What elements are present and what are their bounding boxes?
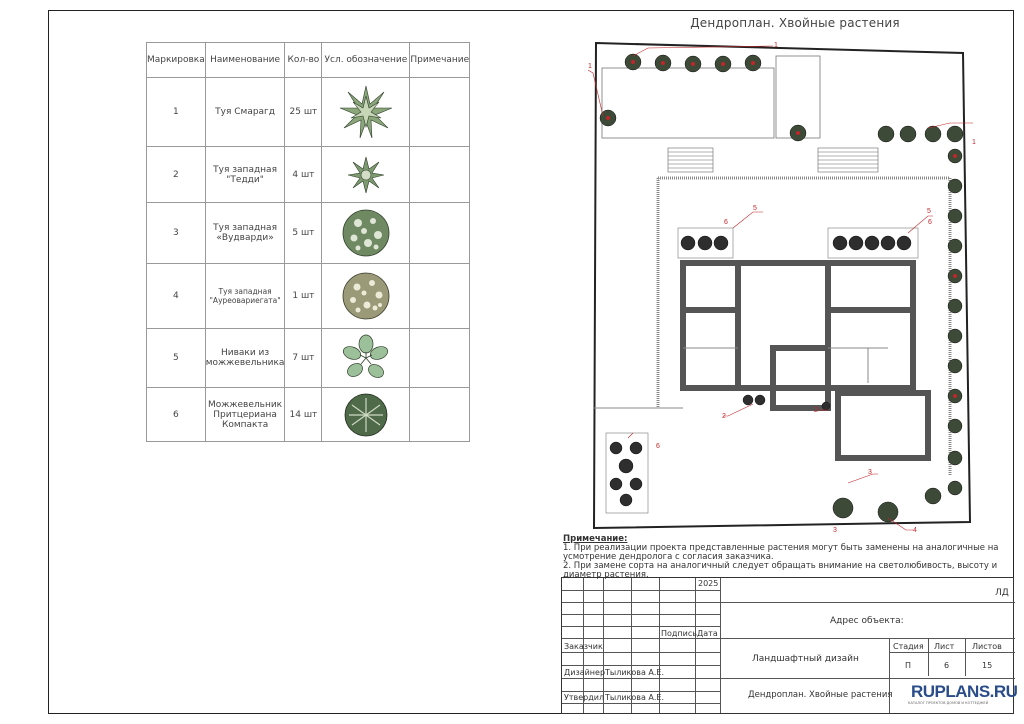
plan-label-6: 6 bbox=[928, 219, 932, 226]
legend-note bbox=[409, 146, 471, 203]
legend-mark: 4 bbox=[146, 263, 206, 329]
stamp-code: ЛД bbox=[995, 588, 1009, 598]
legend-symbol-cell bbox=[321, 263, 411, 329]
plan-label-2: 2 bbox=[814, 407, 818, 414]
legend-name: Туя западная «Вудварди» bbox=[204, 202, 286, 264]
dendroplan-drawing: 1 1 1 2 2 3 3 4 5 5 6 6 6 bbox=[588, 41, 976, 532]
legend-mark: 3 bbox=[146, 202, 206, 264]
notes-title: Примечание: bbox=[563, 534, 628, 544]
legend-name: Можжевельник Притцериана Компакта bbox=[204, 387, 286, 442]
thuja-teddy-symbol-icon bbox=[347, 156, 384, 193]
legend-qty: 25 шт bbox=[284, 77, 323, 147]
plan-label-2: 2 bbox=[722, 413, 726, 420]
legend-qty: 1 шт bbox=[284, 263, 323, 329]
notes-line-1: 1. При реализации проекта представленные… bbox=[563, 543, 999, 562]
plan-label-4: 4 bbox=[913, 527, 917, 532]
stairs bbox=[667, 147, 879, 173]
legend-symbol-cell bbox=[321, 146, 411, 203]
sheets-value: 15 bbox=[982, 661, 993, 670]
legend-note bbox=[409, 77, 471, 147]
designer-label: Дизайнер bbox=[564, 668, 606, 677]
notes-line-2: 2. При замене сорта на аналогичный следу… bbox=[563, 561, 998, 580]
legend-row: 4 Туя западная "Ауреовариегата" 1 шт bbox=[146, 263, 471, 329]
interior-walls bbox=[683, 347, 888, 383]
legend-name: Ниваки из можжевельника bbox=[204, 328, 286, 388]
plan-label-1: 1 bbox=[774, 42, 778, 49]
legend-symbol-cell bbox=[321, 202, 411, 264]
plan-label-1: 1 bbox=[588, 63, 592, 70]
header-symbol: Усл. обозначение bbox=[321, 42, 411, 78]
plan-title: Дендроплан. Хвойные растения bbox=[690, 16, 900, 30]
project-name: Ландшафтный дизайн bbox=[752, 654, 859, 664]
legend-symbol-cell bbox=[321, 77, 411, 147]
legend-qty: 5 шт bbox=[284, 202, 323, 264]
plan-label-3: 3 bbox=[868, 469, 872, 476]
legend-mark: 1 bbox=[146, 77, 206, 147]
legend-mark: 2 bbox=[146, 146, 206, 203]
header-note: Примечание bbox=[409, 42, 471, 78]
customer-label: Заказчик bbox=[564, 642, 603, 651]
sheet-value: 6 bbox=[944, 661, 950, 670]
leader-lines bbox=[588, 45, 973, 531]
date-label: Дата bbox=[697, 629, 718, 638]
legend-row: 2 Туя западная "Тедди" 4 шт bbox=[146, 146, 471, 203]
site-boundary bbox=[592, 41, 972, 530]
juniper-pfitzeriana-symbol-icon bbox=[344, 393, 388, 436]
sheet-label: Лист bbox=[934, 642, 955, 651]
legend-name: Туя западная "Тедди" bbox=[204, 146, 286, 203]
sign-label: Подпись bbox=[661, 629, 697, 638]
drawing-sheet-frame bbox=[48, 10, 1014, 714]
header-mark: Маркировка bbox=[146, 42, 206, 78]
thuja-smaragd-symbol-icon bbox=[339, 85, 393, 139]
legend-symbol-cell bbox=[321, 328, 411, 388]
sheet-title: Дендроплан. Хвойные растения bbox=[748, 690, 893, 700]
legend-name: Туя западная "Ауреовариегата" bbox=[204, 263, 286, 329]
legend-mark: 6 bbox=[146, 387, 206, 442]
address-label: Адрес объекта: bbox=[830, 616, 904, 626]
legend-name: Туя Смарагд bbox=[204, 77, 286, 147]
legend-mark: 5 bbox=[146, 328, 206, 388]
legend-row: 1 Туя Смарагд 25 шт bbox=[146, 77, 471, 147]
header-name: Наименование bbox=[204, 42, 286, 78]
legend-note bbox=[409, 202, 471, 264]
legend-note bbox=[409, 328, 471, 388]
plan-label-5: 5 bbox=[753, 205, 757, 212]
plan-label-6: 6 bbox=[656, 443, 660, 450]
terrace-area bbox=[601, 67, 775, 139]
plan-label-5: 5 bbox=[927, 208, 931, 215]
sheets-label: Листов bbox=[972, 642, 1002, 651]
juniper-niwaki-symbol-icon bbox=[342, 334, 388, 378]
plan-label-6: 6 bbox=[724, 219, 728, 226]
legend-qty: 4 шт bbox=[284, 146, 323, 203]
designer-name: Тыликова А.Е. bbox=[605, 668, 665, 677]
legend-row: 6 Можжевельник Притцериана Компакта 14 ш… bbox=[146, 387, 471, 442]
stage-value: П bbox=[905, 661, 912, 670]
legend-qty: 14 шт bbox=[284, 387, 323, 442]
thuja-woodwardii-symbol-icon bbox=[342, 209, 390, 257]
legend-note bbox=[409, 387, 471, 442]
logo-subtitle: КАТАЛОГ ПРОЕКТОВ ДОМОВ И КОТТЕДЖЕЙ bbox=[908, 701, 989, 705]
legend-header-row: Маркировка Наименование Кол-во Усл. обоз… bbox=[146, 42, 471, 78]
legend-qty: 7 шт bbox=[284, 328, 323, 388]
approver-name: Тыликова А.Е. bbox=[605, 693, 665, 702]
legend-symbol-cell bbox=[321, 387, 411, 442]
legend-row: 5 Ниваки из можжевельника 7 шт bbox=[146, 328, 471, 388]
approver-label: Утвердил bbox=[564, 693, 605, 702]
plan-label-1: 1 bbox=[972, 139, 976, 146]
notes-block: Примечание: 1. При реализации проекта пр… bbox=[563, 535, 1008, 580]
stage-label: Стадия bbox=[893, 642, 924, 651]
ruplans-logo[interactable]: RUPLANS.RU bbox=[911, 682, 1018, 701]
plant-markers bbox=[599, 53, 964, 523]
stamp-year: 2025 bbox=[698, 579, 719, 588]
title-block: 2025 ЛД Адрес объекта: Подпись Дата Зака… bbox=[561, 577, 1015, 714]
house-walls bbox=[680, 260, 931, 461]
plan-labels: 1 1 1 2 2 3 3 4 5 5 6 6 6 bbox=[588, 42, 976, 532]
thuja-aureovariegata-symbol-icon bbox=[342, 272, 390, 320]
plan-label-3: 3 bbox=[833, 527, 837, 532]
legend-row: 3 Туя западная «Вудварди» 5 шт bbox=[146, 202, 471, 264]
header-qty: Кол-во bbox=[284, 42, 323, 78]
plant-legend-table: Маркировка Наименование Кол-во Усл. обоз… bbox=[146, 42, 471, 442]
legend-note bbox=[409, 263, 471, 329]
